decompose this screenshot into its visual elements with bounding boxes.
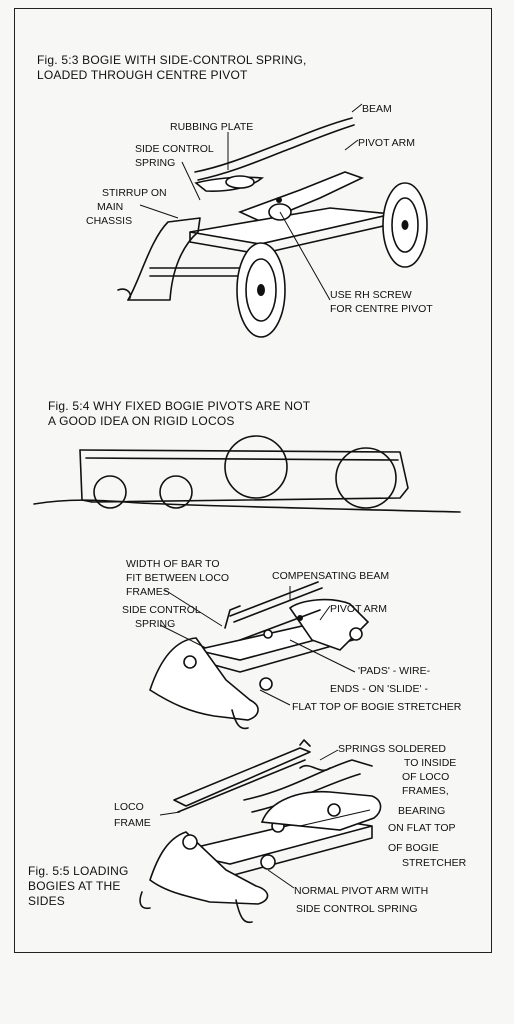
- front-wheel: [236, 242, 286, 338]
- label-compensating-beam: COMPENSATING BEAM: [272, 570, 389, 582]
- label-width-of-bar-2: FIT BETWEEN LOCO: [126, 572, 229, 584]
- fig-5-4-caption: Fig. 5:4 WHY FIXED BOGIE PIVOTS ARE NOT …: [48, 399, 311, 428]
- label-springs-3: OF LOCO: [402, 771, 449, 783]
- fig-5-5-caption: Fig. 5:5 LOADING BOGIES AT THE SIDES: [28, 864, 129, 908]
- label-screw-2: FOR CENTRE PIVOT: [330, 303, 433, 315]
- label-springs-5: BEARING: [398, 805, 445, 817]
- label-side-control-1: SIDE CONTROL: [135, 143, 214, 155]
- page-border: [14, 8, 492, 953]
- label-pads-2: ENDS - ON 'SLIDE' -: [330, 683, 428, 695]
- fig-5-4-loco-drawing: [33, 435, 461, 513]
- label-screw-1: USE RH SCREW: [330, 289, 412, 301]
- label-normal-pivot-1: NORMAL PIVOT ARM WITH: [294, 885, 428, 897]
- label-pivot-arm-2: PIVOT ARM: [330, 603, 387, 615]
- label-springs-7: OF BOGIE: [388, 842, 439, 854]
- label-stirrup-1: STIRRUP ON: [102, 187, 167, 199]
- label-beam: BEAM: [362, 103, 392, 115]
- label-normal-pivot-2: SIDE CONTROL SPRING: [296, 903, 418, 915]
- label-pivot-arm: PIVOT ARM: [358, 137, 415, 149]
- label-springs-1: SPRINGS SOLDERED: [338, 743, 446, 755]
- fig-5-3-bogie-drawing: BEAM RUBBING PLATE PIVOT ARM SIDE CONTRO…: [86, 103, 433, 338]
- label-width-of-bar-1: WIDTH OF BAR TO: [126, 558, 220, 570]
- label-loco-frame-1: LOCO: [114, 801, 144, 813]
- label-loco-frame-2: FRAME: [114, 817, 151, 829]
- label-side-control-spring-2: SPRING: [135, 618, 175, 630]
- rear-wheel: [382, 182, 428, 268]
- label-width-of-bar-3: FRAMES: [126, 586, 170, 598]
- label-side-control-spring-1: SIDE CONTROL: [122, 604, 201, 616]
- fig-5-5-bogie-drawing: SPRINGS SOLDERED TO INSIDE OF LOCO FRAME…: [114, 739, 467, 924]
- label-pads-1: 'PADS' - WIRE-: [358, 665, 431, 677]
- label-flat-top: FLAT TOP OF BOGIE STRETCHER: [292, 701, 462, 713]
- label-stirrup-2: MAIN: [97, 201, 123, 213]
- fig-5-3-caption: Fig. 5:3 BOGIE WITH SIDE-CONTROL SPRING,…: [37, 53, 307, 82]
- label-springs-8: STRETCHER: [402, 857, 467, 869]
- label-stirrup-3: CHASSIS: [86, 215, 132, 227]
- label-springs-2: TO INSIDE: [404, 757, 456, 769]
- label-springs-4: FRAMES,: [402, 785, 449, 797]
- label-springs-6: ON FLAT TOP: [388, 822, 456, 834]
- fig-5-4-compensating-bogie-drawing: WIDTH OF BAR TO FIT BETWEEN LOCO FRAMES …: [122, 558, 462, 730]
- label-rubbing-plate: RUBBING PLATE: [170, 121, 253, 133]
- label-side-control-2: SPRING: [135, 157, 175, 169]
